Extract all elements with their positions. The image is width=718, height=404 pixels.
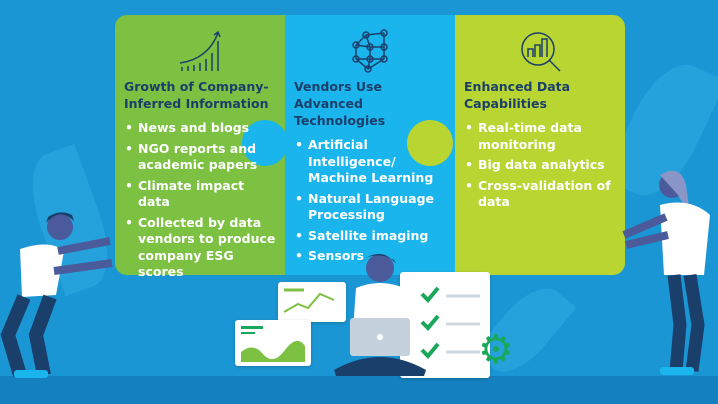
- panel-title: Vendors Use Advanced Technologies: [294, 79, 386, 128]
- person-pushing-right: [622, 170, 710, 375]
- list-item: Climate impact data: [125, 178, 277, 211]
- list-item: News and blogs: [125, 120, 277, 137]
- panel-title: Growth of Company-Inferred Information: [124, 79, 269, 111]
- panel-technologies: Vendors Use Advanced Technologies Artifi…: [285, 15, 455, 275]
- line-chart-card: [278, 282, 346, 322]
- document-card: [400, 272, 490, 378]
- floor: [0, 376, 718, 404]
- list-item: Big data analytics: [465, 157, 617, 174]
- list-item: Real-time data monitoring: [465, 120, 617, 153]
- person-pushing-left: [0, 212, 113, 378]
- neural-network-icon: [294, 15, 447, 73]
- growth-chart-icon: [124, 15, 277, 73]
- list-item: Satellite imaging: [295, 228, 447, 245]
- list-item: Cross-validation of data: [465, 178, 617, 211]
- magnifier-chart-icon: [464, 15, 617, 73]
- person-with-laptop: [334, 254, 426, 376]
- panel-capabilities: Enhanced Data Capabilities Real-time dat…: [455, 15, 625, 275]
- list-item: Sensors: [295, 248, 447, 265]
- panel-growth: Growth of Company-Inferred Information N…: [115, 15, 285, 279]
- list-item: Artificial Intelligence/ Machine Learnin…: [295, 137, 447, 187]
- list-item: Collected by data vendors to produce com…: [125, 215, 277, 281]
- list-item: Natural Language Processing: [295, 191, 447, 224]
- gear-icon: ⚙: [478, 327, 514, 373]
- panel-title: Enhanced Data Capabilities: [464, 79, 571, 111]
- area-chart-card: [235, 320, 311, 366]
- list-item: NGO reports and academic papers: [125, 141, 277, 174]
